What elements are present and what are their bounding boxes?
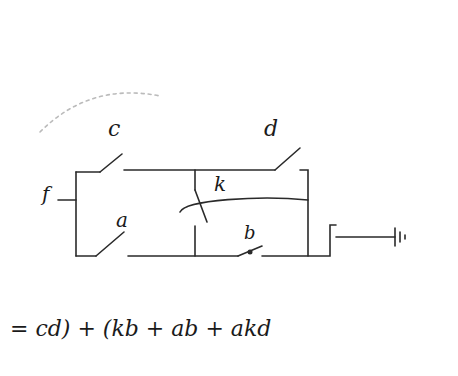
switch-label: b	[242, 224, 258, 242]
switch-label: d	[262, 118, 280, 140]
wire	[194, 170, 196, 190]
wire	[128, 255, 238, 257]
wire	[76, 171, 100, 173]
wire	[194, 226, 196, 256]
wire	[262, 225, 336, 256]
wire	[76, 255, 96, 257]
switch-label: a	[114, 210, 130, 230]
switch-label: c	[106, 118, 122, 140]
switch-blade	[195, 190, 207, 222]
wire	[124, 169, 275, 171]
input-wire	[58, 199, 76, 201]
wire	[300, 170, 308, 256]
contact-dot	[248, 250, 253, 255]
wire	[180, 198, 308, 212]
wire	[75, 172, 77, 256]
switch-blade	[275, 148, 300, 170]
faint-mark	[40, 93, 160, 132]
switch-blade	[96, 232, 124, 256]
ground-symbol	[395, 228, 405, 246]
switch-blade	[238, 246, 262, 256]
output-wire	[336, 236, 395, 238]
switch-label: k	[212, 174, 228, 194]
equation: = cd) + (kb + ab + akd	[8, 318, 273, 340]
input-label: f	[40, 184, 51, 204]
switch-blade	[100, 154, 122, 172]
